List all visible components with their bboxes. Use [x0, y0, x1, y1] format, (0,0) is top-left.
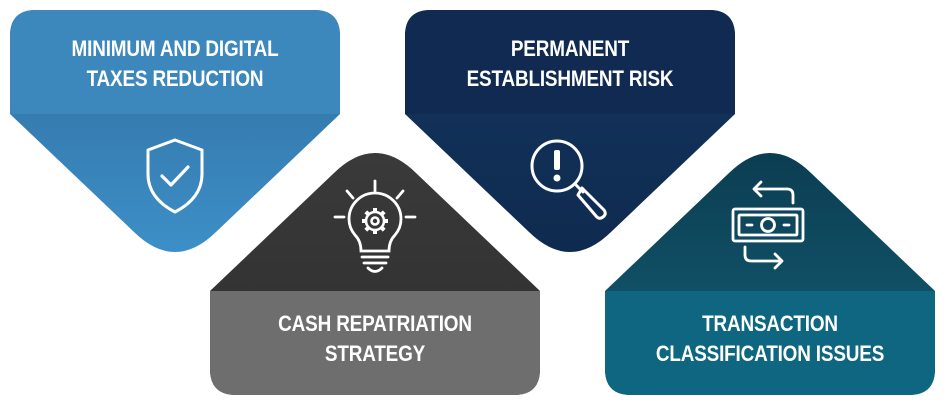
tile-taxes-reduction: MINIMUM AND DIGITAL TAXES REDUCTION [10, 10, 340, 252]
tile-establishment-line-2: ESTABLISHMENT RISK [466, 66, 674, 91]
tile-cash-label: CASH REPATRIATION STRATEGY [233, 309, 517, 369]
tile-taxes-header [10, 10, 340, 114]
tile-transaction-label: TRANSACTION CLASSIFICATION ISSUES [628, 309, 912, 369]
tile-taxes-line-2: TAXES REDUCTION [86, 66, 264, 91]
tile-transaction-classification: TRANSACTION CLASSIFICATION ISSUES [605, 153, 935, 395]
tile-cash-header [210, 291, 540, 395]
lightbulb-gear-icon [333, 179, 417, 273]
tile-cash-line-2: STRATEGY [324, 341, 426, 366]
tile-cash-repatriation: CASH REPATRIATION STRATEGY [210, 153, 540, 395]
tile-cash-line-1: CASH REPATRIATION [278, 311, 472, 336]
tile-transaction-header [605, 291, 935, 395]
magnifier-alert-icon [530, 139, 607, 220]
tile-establishment-shape [405, 10, 735, 252]
tile-transaction-line-2: CLASSIFICATION ISSUES [655, 341, 885, 366]
shield-check-icon [146, 138, 204, 214]
tile-cash-shape [210, 153, 540, 395]
tile-establishment-header [405, 10, 735, 114]
tile-taxes-line-1: MINIMUM AND DIGITAL [71, 36, 279, 61]
tile-establishment-line-1: PERMANENT [510, 36, 630, 61]
tile-establishment-risk: PERMANENT ESTABLISHMENT RISK [405, 10, 735, 252]
tile-taxes-shape [10, 10, 340, 252]
tile-transaction-line-1: TRANSACTION [702, 311, 838, 336]
tile-establishment-label: PERMANENT ESTABLISHMENT RISK [428, 34, 712, 94]
money-exchange-icon [731, 180, 805, 270]
tile-taxes-label: MINIMUM AND DIGITAL TAXES REDUCTION [33, 34, 317, 94]
tile-transaction-shape [605, 153, 935, 395]
